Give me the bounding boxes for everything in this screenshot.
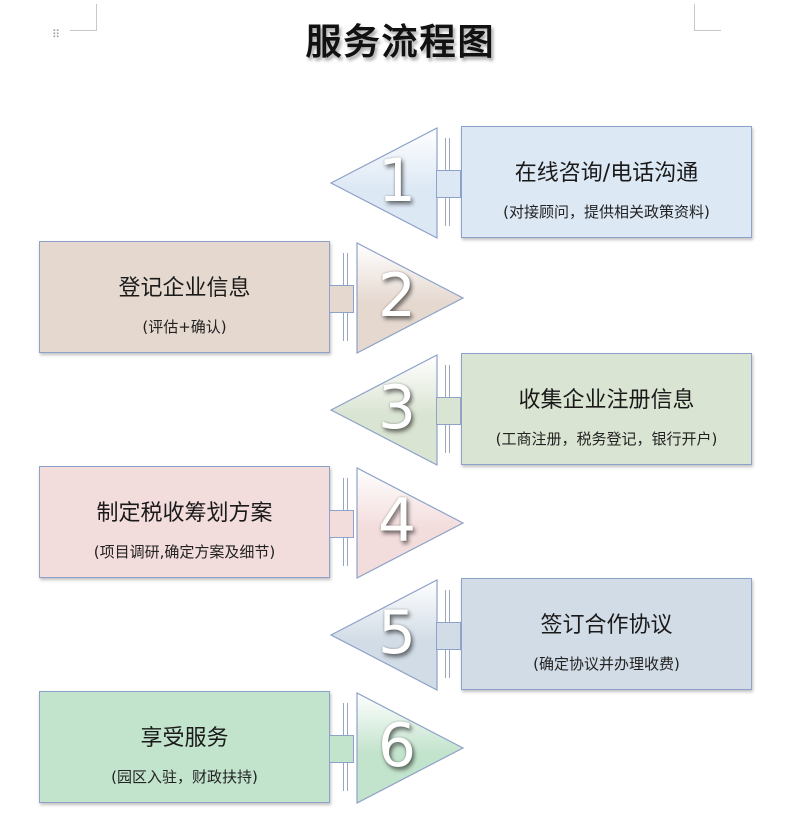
step-title: 制定税收筹划方案: [96, 501, 273, 526]
step-number: 5: [377, 598, 417, 668]
page-title: 服务流程图: [305, 22, 496, 63]
step-number: 6: [377, 711, 417, 781]
step-box: 收集企业注册信息 (工商注册，税务登记，银行开户): [461, 353, 752, 465]
step-number: 2: [377, 261, 417, 331]
crop-mark-right: [694, 4, 721, 31]
step-subtitle: (评估+确认): [142, 318, 227, 336]
flow-step-3: 收集企业注册信息 (工商注册，税务登记，银行开户) 3: [0, 353, 801, 467]
flow-step-4: 制定税收筹划方案 (项目调研,确定方案及细节) 4: [0, 466, 801, 580]
step-connector: [436, 397, 461, 425]
step-box: 制定税收筹划方案 (项目调研,确定方案及细节): [39, 466, 330, 578]
step-title: 享受服务: [140, 726, 229, 751]
step-number: 1: [377, 146, 417, 216]
step-subtitle: (园区入驻，财政扶持): [111, 768, 258, 786]
right-arrow-triangle: [355, 241, 465, 355]
crop-mark-left: [70, 4, 97, 31]
step-subtitle: (对接顾问，提供相关政策资料): [503, 203, 710, 221]
step-number: 4: [377, 486, 417, 556]
step-box: 在线咨询/电话沟通 (对接顾问，提供相关政策资料): [461, 126, 752, 238]
flow-step-5: 签订合作协议 (确定协议并办理收费) 5: [0, 578, 801, 692]
right-arrow-triangle: [355, 466, 465, 580]
flow-step-6: 享受服务 (园区入驻，财政扶持) 6: [0, 691, 801, 805]
step-title: 收集企业注册信息: [518, 388, 695, 413]
step-title: 在线咨询/电话沟通: [514, 161, 699, 186]
flow-step-2: 登记企业信息 (评估+确认) 2: [0, 241, 801, 355]
drag-handle-icon[interactable]: ⠿: [52, 28, 62, 41]
step-connector: [329, 510, 354, 538]
step-number: 3: [377, 373, 417, 443]
right-arrow-triangle: [355, 691, 465, 805]
step-title: 登记企业信息: [118, 276, 251, 301]
step-box: 享受服务 (园区入驻，财政扶持): [39, 691, 330, 803]
step-box: 签订合作协议 (确定协议并办理收费): [461, 578, 752, 690]
flow-step-1: 在线咨询/电话沟通 (对接顾问，提供相关政策资料) 1: [0, 126, 801, 240]
step-title: 签订合作协议: [540, 613, 673, 638]
step-connector: [329, 285, 354, 313]
step-subtitle: (工商注册，税务登记，银行开户): [495, 430, 718, 448]
step-connector: [436, 622, 461, 650]
step-subtitle: (项目调研,确定方案及细节): [93, 543, 276, 561]
step-box: 登记企业信息 (评估+确认): [39, 241, 330, 353]
step-subtitle: (确定协议并办理收费): [533, 655, 680, 673]
step-connector: [329, 735, 354, 763]
step-connector: [436, 170, 461, 198]
